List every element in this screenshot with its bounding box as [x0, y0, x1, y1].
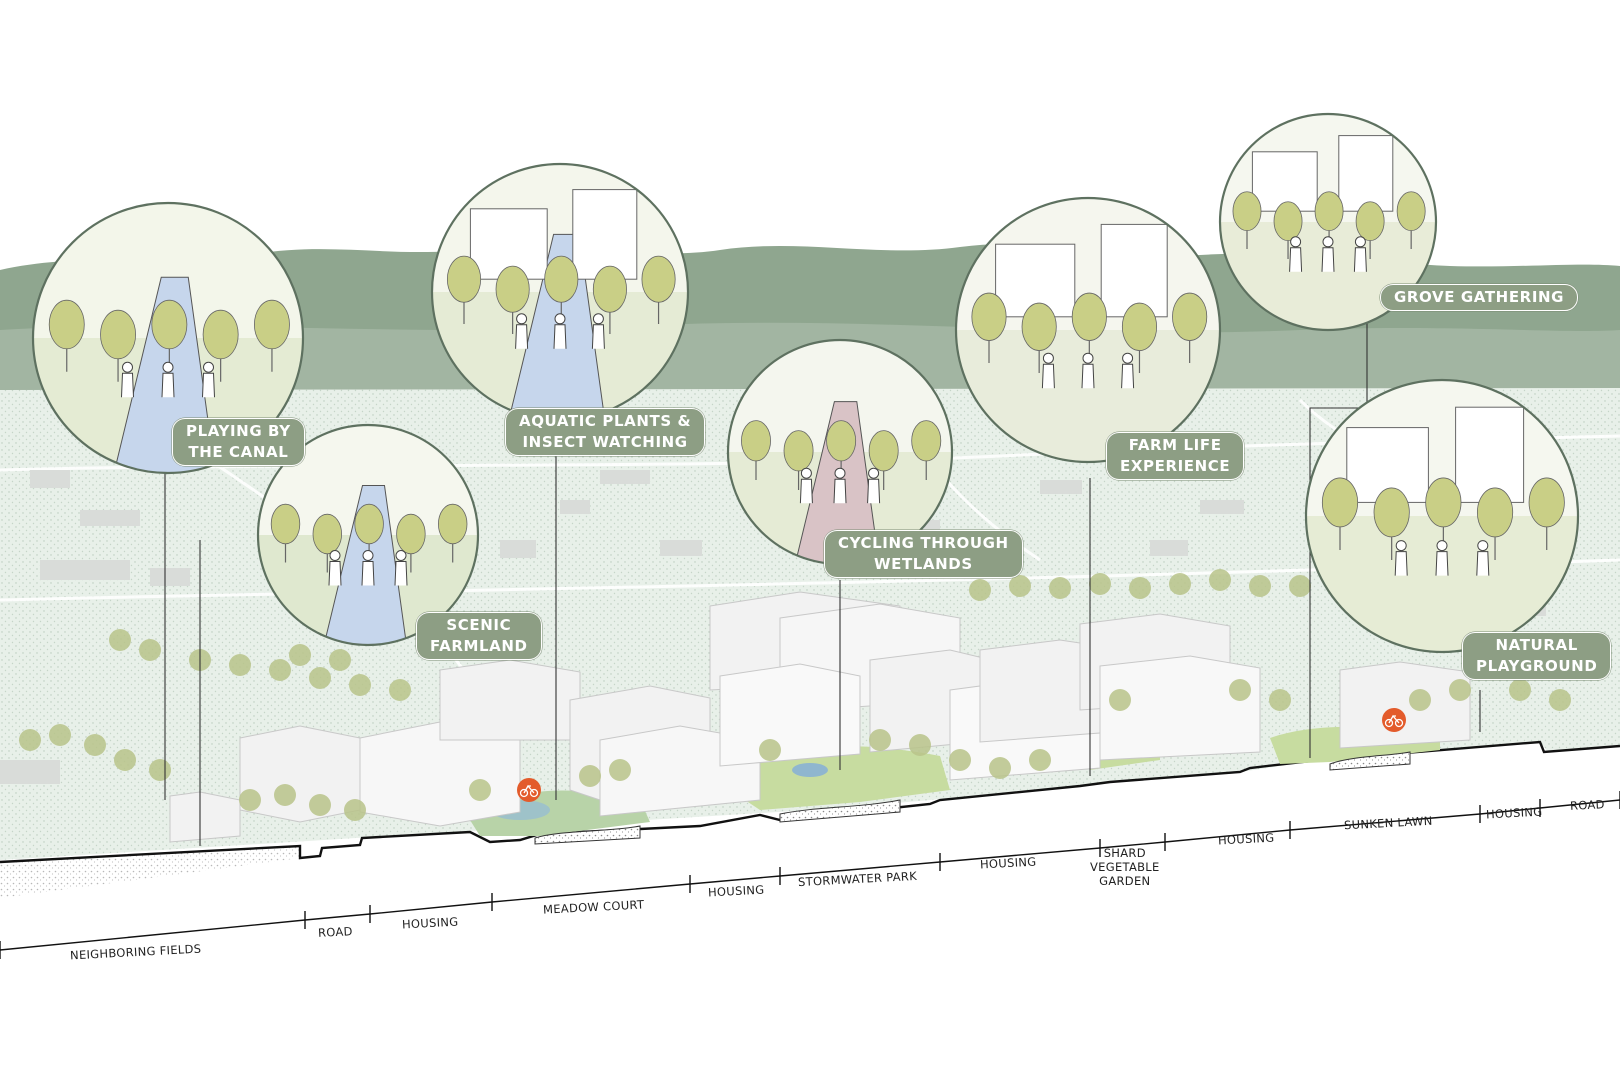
tree-icon	[1409, 689, 1431, 711]
vignette-aquatic	[430, 162, 690, 422]
tree-icon	[329, 649, 351, 671]
tree-icon	[1129, 577, 1151, 599]
bicycle-icon	[517, 778, 541, 802]
stormwater-park	[740, 746, 950, 823]
tree-icon	[609, 759, 631, 781]
vignette-circles	[31, 112, 1580, 654]
tree-icon	[114, 749, 136, 771]
tree-icon	[19, 729, 41, 751]
tree-icon	[269, 659, 291, 681]
tree-icon	[759, 739, 781, 761]
tree-icon	[579, 765, 601, 787]
tree-icon	[344, 799, 366, 821]
tree-icon	[309, 794, 331, 816]
section-ground	[0, 742, 1620, 1080]
tree-icon	[909, 734, 931, 756]
zone-label: HOUSING	[707, 882, 765, 900]
tree-icon	[469, 779, 491, 801]
tree-icon	[1269, 689, 1291, 711]
tree-icon	[1509, 679, 1531, 701]
zone-label: HOUSING	[979, 854, 1037, 872]
tree-icon	[949, 749, 971, 771]
zone-label: ROAD	[317, 924, 354, 940]
tree-icon	[1089, 573, 1111, 595]
tree-icon	[989, 757, 1011, 779]
tree-icon	[109, 629, 131, 651]
zone-label: ROAD	[1569, 797, 1606, 813]
tree-icon	[969, 579, 991, 601]
zone-label: HOUSING	[1217, 830, 1275, 848]
bicycle-icon	[1382, 708, 1406, 732]
tree-icon	[1209, 569, 1231, 591]
tree-icon	[1109, 689, 1131, 711]
tree-icon	[1449, 679, 1471, 701]
tree-canopies	[19, 569, 1571, 821]
tree-icon	[1249, 575, 1271, 597]
vignette-cycling	[726, 338, 954, 566]
leader-lines	[164, 316, 1481, 846]
tree-icon	[869, 729, 891, 751]
tree-icon	[389, 679, 411, 701]
tree-icon	[84, 734, 106, 756]
tree-icon	[239, 789, 261, 811]
tree-icon	[1169, 573, 1191, 595]
tree-icon	[1229, 679, 1251, 701]
section-dimension-line	[0, 791, 1620, 959]
tree-icon	[289, 644, 311, 666]
tree-icon	[349, 674, 371, 696]
vignette-playground	[1304, 378, 1580, 654]
tree-icon	[1029, 749, 1051, 771]
tree-icon	[1049, 577, 1071, 599]
zone-label: HOUSING	[1485, 804, 1543, 822]
tree-icon	[1009, 575, 1031, 597]
label-aquatic-plants: AQUATIC PLANTS &INSECT WATCHING	[505, 408, 706, 456]
tree-icon	[49, 724, 71, 746]
housing-blocks	[169, 591, 1471, 843]
tree-icon	[309, 667, 331, 689]
tree-icon	[229, 654, 251, 676]
tree-icon	[1549, 689, 1571, 711]
vignette-farm	[954, 196, 1222, 464]
tree-icon	[274, 784, 296, 806]
zone-label: HOUSING	[401, 914, 459, 932]
tree-icon	[1289, 575, 1311, 597]
tree-icon	[139, 639, 161, 661]
tree-icon	[149, 759, 171, 781]
section-line	[0, 740, 1620, 864]
label-grove-gathering: GROVE GATHERING	[1380, 284, 1579, 311]
